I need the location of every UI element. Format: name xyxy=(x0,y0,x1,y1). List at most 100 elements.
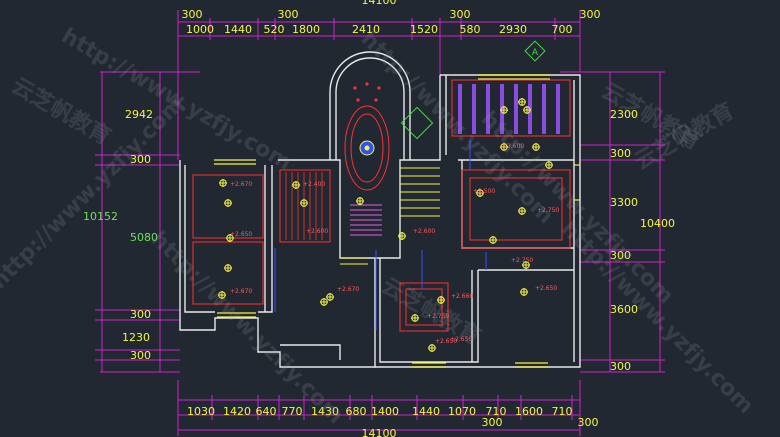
watermark-url: http://www.yzfjy.com xyxy=(146,227,348,429)
level-label: +2.600 xyxy=(413,228,435,235)
light-fixture-icon xyxy=(300,199,308,207)
watermark-url: http://www.yzfjy.com xyxy=(476,107,678,309)
dimension-label: 770 xyxy=(282,405,303,418)
light-fixture-icon xyxy=(518,207,526,215)
level-label: +2.600 xyxy=(502,143,524,150)
level-label: +2.400 xyxy=(303,181,325,188)
light-fixture-icon xyxy=(489,236,497,244)
dimension-label: 14100 xyxy=(362,427,397,437)
dimension-label: 300 xyxy=(182,8,203,21)
level-label: +2.650 xyxy=(230,231,252,238)
dimension-label: 3600 xyxy=(610,303,638,316)
light-fixture-icon xyxy=(437,296,445,304)
level-labels: +2.670 +2.400 +2.650 +2.670 +2.600 +2.600 +2.5… xyxy=(230,143,559,345)
light-fixture-icon xyxy=(500,143,508,151)
dimension-label: 700 xyxy=(552,23,573,36)
dimension-label: 10400 xyxy=(640,217,675,230)
dimension-label: 1600 xyxy=(515,405,543,418)
dimension-label: 1520 xyxy=(410,23,438,36)
level-label: +2.670 xyxy=(230,288,252,295)
light-fixture-icon xyxy=(523,106,531,114)
light-fixture-icon xyxy=(218,291,226,299)
dimension-label: 640 xyxy=(256,405,277,418)
dimension-label: 10152 xyxy=(83,210,118,223)
dimension-label: 1030 xyxy=(187,405,215,418)
dimension-label: 1000 xyxy=(186,23,214,36)
dimension-label: 1230 xyxy=(122,331,150,344)
light-fixture-icon xyxy=(226,234,234,242)
watermark-brand: 云芝帆教育 xyxy=(377,273,485,351)
dimension-label: 300 xyxy=(130,153,151,166)
dimension-label: 300 xyxy=(580,8,601,21)
dimension-label: 1070 xyxy=(448,405,476,418)
chandelier-symbol xyxy=(353,82,381,156)
level-label: +2.750 xyxy=(537,207,559,214)
light-fixture-icon xyxy=(476,189,484,197)
dimension-label: 3300 xyxy=(610,196,638,209)
dimension-label: 1430 xyxy=(311,405,339,418)
level-label: +2.660 xyxy=(451,293,473,300)
level-label: +2.750 xyxy=(511,257,533,264)
stair-treads xyxy=(350,204,382,236)
dimension-label: 300 xyxy=(130,349,151,362)
level-label: +2.500 xyxy=(473,188,495,195)
level-label: +2.650 xyxy=(435,338,457,345)
section-marker: A xyxy=(400,40,546,140)
dimension-label: 300 xyxy=(578,416,599,429)
dimension-label: 1440 xyxy=(412,405,440,418)
dimension-label: 300 xyxy=(278,8,299,21)
watermark-url: http://www.yzfjy.com xyxy=(556,217,758,419)
light-fixture-icon xyxy=(224,199,232,207)
dimension-label: 2410 xyxy=(352,23,380,36)
dimension-label: 580 xyxy=(460,23,481,36)
dimension-label: 2300 xyxy=(610,108,638,121)
light-fixture-icon xyxy=(219,179,227,187)
dimension-label: 2942 xyxy=(125,108,153,121)
dimension-label: 1400 xyxy=(371,405,399,418)
dimension-label: 1420 xyxy=(223,405,251,418)
ceiling-stripes xyxy=(285,172,323,240)
watermark-brand: 云芝帆教育 xyxy=(7,73,115,151)
light-fixture-icon xyxy=(356,197,364,205)
light-fixture-icon xyxy=(520,288,528,296)
light-fixture-icon xyxy=(532,143,540,151)
dimension-label: 14100 xyxy=(362,0,397,7)
level-label: +2.670 xyxy=(230,181,252,188)
dimension-lines xyxy=(95,10,665,436)
dimension-label: 300 xyxy=(610,360,631,373)
dimension-labels: 14100 300 300 300 300 1000 1440 520 1800 2410 1520… xyxy=(83,0,675,437)
level-label: +2.600 xyxy=(306,228,328,235)
light-fixture-icon xyxy=(320,298,328,306)
dimension-label: 300 xyxy=(610,249,631,262)
windows xyxy=(214,74,580,368)
ceiling-beams xyxy=(458,84,560,134)
dimension-label: 710 xyxy=(486,405,507,418)
dimension-label: 680 xyxy=(346,405,367,418)
light-fixture-icon xyxy=(326,293,334,301)
light-fixture-icon xyxy=(411,314,419,322)
stair-steps xyxy=(340,167,440,265)
dimension-label: 300 xyxy=(610,147,631,160)
light-fixture-icon xyxy=(428,344,436,352)
light-fixtures xyxy=(218,98,553,352)
level-label: +2.650 xyxy=(535,285,557,292)
light-fixture-icon xyxy=(545,161,553,169)
dimension-label: 5080 xyxy=(130,231,158,244)
dimension-label: 710 xyxy=(552,405,573,418)
level-label: +2.650 xyxy=(450,336,472,343)
level-label: +2.670 xyxy=(337,286,359,293)
dimension-label: 300 xyxy=(130,308,151,321)
light-fixture-icon xyxy=(518,98,526,106)
blue-lines xyxy=(274,140,487,330)
svg-text:A: A xyxy=(532,48,539,58)
light-fixture-icon xyxy=(500,106,508,114)
dimension-label: 2930 xyxy=(499,23,527,36)
dimension-label: 1800 xyxy=(292,23,320,36)
light-fixture-icon xyxy=(292,181,300,189)
dimension-label: 520 xyxy=(264,23,285,36)
dimension-label: 1440 xyxy=(224,23,252,36)
level-label: +2.750 xyxy=(427,313,449,320)
dimension-label: 300 xyxy=(482,416,503,429)
light-fixture-icon xyxy=(522,261,530,269)
